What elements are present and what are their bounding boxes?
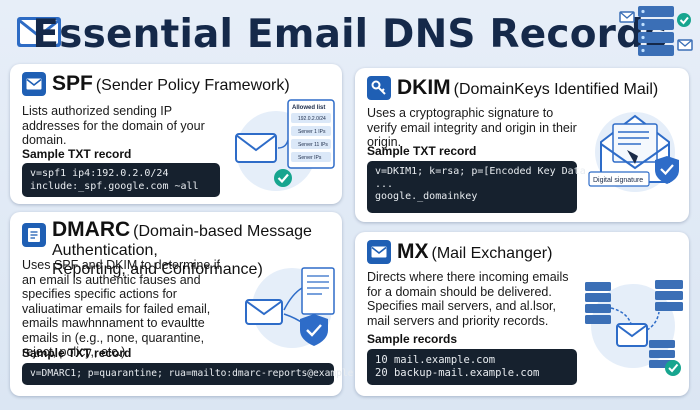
dkim-illustration: Digital signature [588, 112, 679, 192]
dmarc-subtitle-line1: (Domain-based Message Authentication, [52, 223, 312, 259]
dmarc-description: Uses SPF and DKIM to determine if an ema… [22, 258, 220, 359]
mx-card: MX(Mail Exchanger) Directs where there i… [355, 232, 689, 396]
mx-illustration [585, 280, 683, 376]
spf-description: Lists authorized sending IP addresses fo… [22, 104, 205, 147]
digital-signature-badge: Digital signature [593, 177, 643, 184]
code-line: include:_spf.google.com ~all [30, 180, 199, 192]
dmarc-sample-label: Sample TXT record [22, 346, 132, 360]
code-line: v=DMARC1; p=quarantine; rua=mailto:dmarc… [30, 368, 377, 379]
code-line: 10 mail.example.com [375, 354, 496, 366]
code-line: ... [375, 178, 394, 190]
dmarc-code-block: v=DMARC1; p=quarantine; rua=mailto:dmarc… [22, 363, 377, 385]
allowed-list-item: Server IPs [298, 155, 322, 161]
allowed-list-item: 192.0.2.0/24 [298, 116, 326, 122]
dkim-card: DKIM(DomainKeys Identified Mail) Uses a … [355, 68, 689, 222]
mx-description: Directs where there incoming emails for … [367, 270, 569, 328]
dkim-code-block: v=DKIM1; k=rsa; p=[Encoded Key Data...].… [367, 161, 610, 213]
dmarc-illustration [245, 267, 335, 348]
code-line: google._domainkey [375, 191, 478, 202]
document-icon [22, 223, 46, 247]
dmarc-name: DMARC [52, 218, 131, 241]
mx-subtitle: (Mail Exchanger) [431, 244, 553, 262]
spf-sample-label: Sample TXT record [22, 147, 132, 161]
code-line: 20 backup-mail.example.com [375, 367, 540, 379]
spf-name: SPF [52, 71, 93, 95]
envelope-icon [367, 240, 391, 264]
dmarc-card: DMARC(Domain-based Message Authenticatio… [10, 212, 377, 396]
mx-sample-label: Sample records [367, 332, 458, 346]
page-title: Essential Email DNS Records [32, 12, 668, 57]
key-icon [367, 76, 391, 100]
checkmark-icon [665, 360, 681, 376]
shield-check-icon [655, 156, 679, 184]
code-line: v=DKIM1; k=rsa; p=[Encoded Key Data...] [375, 166, 610, 177]
server-stack-icon [619, 6, 693, 56]
dkim-sample-label: Sample TXT record [367, 144, 477, 158]
dkim-name: DKIM [397, 75, 451, 99]
code-line: v=spf1 ip4:192.0.2.0/24 [30, 168, 169, 179]
allowed-list-item: Server 11 IPs [298, 142, 328, 148]
shield-check-icon [300, 314, 328, 346]
envelope-icon [22, 72, 46, 96]
spf-subtitle: (Sender Policy Framework) [95, 76, 290, 94]
allowed-list-title: Allowed list [292, 105, 325, 111]
dkim-subtitle: (DomainKeys Identified Mail) [453, 80, 659, 98]
spf-illustration: Allowed list 192.0.2.0/24 Server 1 IPs S… [235, 99, 335, 191]
allowed-list-item: Server 1 IPs [298, 129, 326, 135]
envelope-icon [17, 17, 61, 47]
spf-card: SPF(Sender Policy Framework) Lists autho… [10, 64, 342, 204]
dmarc-subtitle-line2: Reporting, and Conformance) [52, 261, 263, 278]
checkmark-icon [274, 169, 292, 187]
dkim-description: Uses a cryptographic signature to verify… [367, 106, 577, 149]
mx-name: MX [397, 239, 429, 263]
